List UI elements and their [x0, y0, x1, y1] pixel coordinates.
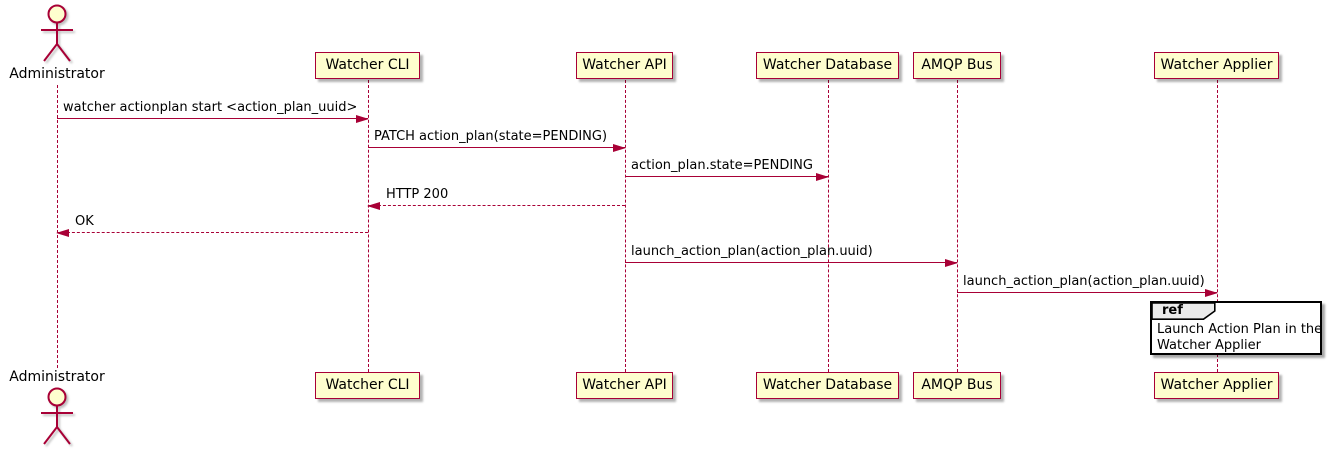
message-label: PATCH action_plan(state=PENDING): [374, 129, 608, 144]
arrowhead-right-icon: [945, 258, 958, 267]
message-arrow: [368, 143, 626, 152]
message-launch-action-plan-amqp: launch_action_plan(action_plan.uuid): [625, 244, 958, 267]
arrowhead-right-icon: [816, 172, 829, 181]
participant-watcher-applier-bottom: Watcher Applier: [1154, 372, 1279, 399]
ref-tab: [1152, 303, 1216, 320]
participant-watcher-database-top: Watcher Database: [756, 52, 899, 79]
actor-icon: [41, 387, 73, 445]
message-label: action_plan.state=PENDING: [631, 158, 813, 173]
message-label: launch_action_plan(action_plan.uuid): [631, 244, 873, 259]
actor-label-bottom: Administrator: [9, 369, 105, 385]
ref-tab-label: ref: [1162, 303, 1183, 318]
message-http-200: HTTP 200: [367, 187, 625, 210]
message-arrow: [367, 201, 625, 210]
message-state-pending: action_plan.state=PENDING: [625, 158, 829, 181]
message-label: HTTP 200: [386, 187, 449, 202]
message-arrow: [957, 288, 1218, 297]
message-label: OK: [75, 214, 94, 229]
ref-line-2: Watcher Applier: [1157, 338, 1261, 353]
message-patch-action-plan: PATCH action_plan(state=PENDING): [368, 129, 626, 152]
message-actionplan-start: watcher actionplan start <action_plan_uu…: [57, 100, 369, 123]
participant-watcher-applier-top: Watcher Applier: [1154, 52, 1279, 79]
arrowhead-right-icon: [1205, 288, 1218, 297]
arrowhead-right-icon: [356, 114, 369, 123]
lifeline-administrator: [56, 85, 58, 368]
actor-icon: [41, 4, 73, 62]
participant-watcher-api-bottom: Watcher API: [576, 372, 673, 399]
participant-watcher-cli-bottom: Watcher CLI: [315, 372, 420, 399]
participant-amqp-bus-top: AMQP Bus: [913, 52, 1001, 79]
ref-body: Launch Action Plan in the Watcher Applie…: [1157, 322, 1322, 354]
lifeline-watcher-api: [624, 80, 626, 372]
lifeline-watcher-database: [827, 80, 829, 372]
message-label: launch_action_plan(action_plan.uuid): [963, 274, 1205, 289]
message-arrow: [625, 172, 829, 181]
participant-amqp-bus-bottom: AMQP Bus: [913, 372, 1001, 399]
message-arrow: [56, 228, 368, 237]
participant-watcher-api-top: Watcher API: [576, 52, 673, 79]
message-ok: OK: [56, 214, 368, 237]
message-launch-action-plan-applier: launch_action_plan(action_plan.uuid): [957, 274, 1218, 297]
arrowhead-right-icon: [613, 143, 626, 152]
arrowhead-left-icon: [367, 201, 380, 210]
actor-label-top: Administrator: [9, 66, 105, 82]
participant-watcher-cli-top: Watcher CLI: [315, 52, 420, 79]
participant-watcher-database-bottom: Watcher Database: [756, 372, 899, 399]
ref-fragment: ref Launch Action Plan in the Watcher Ap…: [1150, 301, 1322, 355]
arrowhead-left-icon: [56, 228, 69, 237]
message-arrow: [57, 114, 369, 123]
ref-line-1: Launch Action Plan in the: [1157, 322, 1323, 337]
message-label: watcher actionplan start <action_plan_uu…: [63, 100, 358, 115]
lifeline-watcher-cli: [367, 80, 369, 372]
message-arrow: [625, 258, 958, 267]
lifeline-watcher-applier: [1216, 80, 1218, 372]
lifeline-amqp-bus: [956, 80, 958, 372]
